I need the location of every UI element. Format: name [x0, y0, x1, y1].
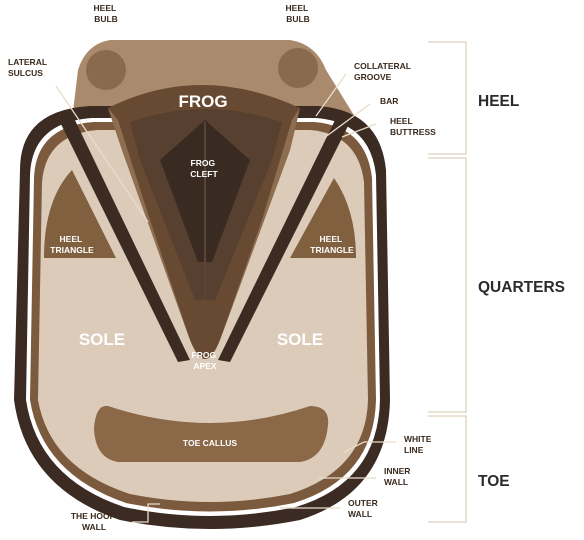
label-white-line: WHITE LINE — [404, 434, 434, 455]
label-line: GROOVE — [354, 72, 392, 82]
label-line: FROG — [192, 350, 217, 360]
label-line: LINE — [404, 445, 424, 455]
label-line: BULB — [94, 14, 118, 24]
label-line: FROG — [191, 158, 216, 168]
label-sole-right: SOLE — [277, 330, 323, 349]
label-line: OUTER — [348, 498, 378, 508]
label-line: COLLATERAL — [354, 61, 411, 71]
label-line: BUTTRESS — [390, 127, 436, 137]
label-line: TRIANGLE — [310, 245, 354, 255]
label-line: LATERAL — [8, 57, 47, 67]
label-inner-wall: INNER WALL — [384, 466, 413, 487]
label-bar: BAR — [380, 96, 398, 106]
label-toe-callus: TOE CALLUS — [183, 438, 237, 448]
label-sole-left: SOLE — [79, 330, 125, 349]
label-hoof-wall: THE HOOF WALL — [71, 511, 117, 532]
label-frog: FROG — [178, 92, 227, 111]
label-outer-wall: OUTER WALL — [348, 498, 380, 519]
region-quarters: QUARTERS — [478, 279, 565, 296]
label-line: APEX — [193, 361, 216, 371]
label-line: HEEL — [286, 3, 309, 13]
label-heel-bulb-right: HEEL BULB — [286, 3, 311, 24]
label-line: THE HOOF — [71, 511, 115, 521]
label-line: HEEL — [320, 234, 343, 244]
label-line: WHITE — [404, 434, 432, 444]
label-line: HEEL — [390, 116, 413, 126]
label-line: WALL — [82, 522, 106, 532]
label-collateral-groove: COLLATERAL GROOVE — [354, 61, 413, 82]
heel-bulb-left — [86, 50, 126, 90]
label-line: TRIANGLE — [50, 245, 94, 255]
label-line: WALL — [348, 509, 372, 519]
label-line: HEEL — [60, 234, 83, 244]
label-frog-apex: FROG APEX — [192, 350, 219, 371]
label-line: INNER — [384, 466, 410, 476]
label-lateral-sulcus: LATERAL SULCUS — [8, 57, 49, 78]
label-line: HEEL — [94, 3, 117, 13]
heel-bulb-right — [278, 48, 318, 88]
label-line: SULCUS — [8, 68, 43, 78]
label-heel-buttress: HEEL BUTTRESS — [390, 116, 436, 137]
label-line: WALL — [384, 477, 408, 487]
label-line: CLEFT — [190, 169, 218, 179]
bracket-toe — [428, 416, 466, 522]
label-line: BULB — [286, 14, 310, 24]
bracket-heel — [428, 42, 466, 154]
region-heel: HEEL — [478, 93, 519, 110]
label-frog-cleft: FROG CLEFT — [190, 158, 218, 179]
region-toe: TOE — [478, 473, 510, 490]
label-heel-bulb-left: HEEL BULB — [94, 3, 119, 24]
bracket-quarters — [428, 158, 466, 412]
